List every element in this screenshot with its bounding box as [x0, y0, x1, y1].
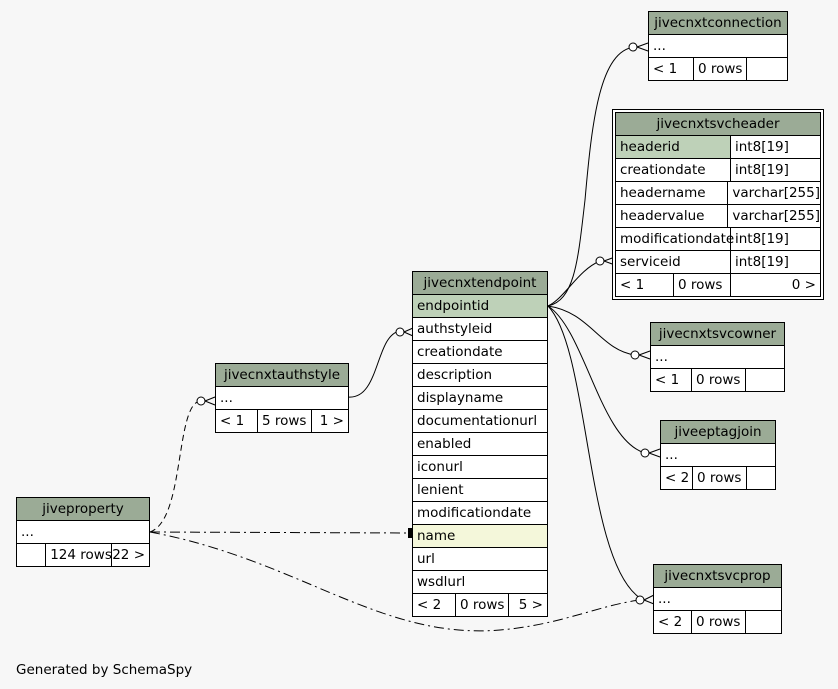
table-title[interactable]: jiveproperty — [17, 498, 149, 521]
column-name[interactable]: creationdate — [417, 344, 503, 360]
footer-children: 1 > — [311, 410, 348, 432]
footer-parents: < 1 — [655, 372, 680, 388]
footer-rows: 0 rows — [693, 58, 746, 80]
edge-endpoint-eptagjoin — [547, 305, 646, 454]
column-name[interactable]: name — [413, 525, 547, 547]
table-jivecnxtconnection[interactable]: jivecnxtconnection ... < 1 0 rows — [648, 11, 788, 81]
row-ellipsis: ... — [658, 591, 671, 607]
footer-rows: 0 rows — [692, 467, 746, 489]
crowfoot-svcheader-marker — [595, 256, 605, 266]
edge-endpoint-svcprop — [547, 305, 641, 599]
column-type: int8[19] — [730, 159, 820, 181]
column-name[interactable]: documentationurl — [417, 413, 538, 429]
table-jivecnxtsvcheader[interactable]: jivecnxtsvcheader headerid int8[19] crea… — [612, 109, 824, 300]
footer-parents: < 1 — [220, 413, 245, 429]
footer-rows: 0 rows — [673, 274, 730, 296]
edge-authstyle-endpoint — [347, 330, 401, 398]
row-ellipsis: ... — [653, 38, 666, 54]
column-name[interactable]: iconurl — [417, 459, 463, 475]
edge-property-authstyle — [149, 400, 201, 533]
column-type: varchar[255] — [727, 182, 820, 204]
footer-rows: 124 rows — [45, 544, 112, 566]
table-title[interactable]: jivecnxtsvcprop — [654, 565, 781, 588]
row-ellipsis: ... — [21, 524, 34, 540]
column-name[interactable]: headername — [620, 185, 706, 201]
footer-parents — [17, 544, 45, 566]
column-name[interactable]: creationdate — [620, 162, 706, 178]
column-type: int8[19] — [730, 251, 820, 273]
footer-children — [745, 369, 784, 391]
column-name[interactable]: authstyleid — [417, 321, 493, 337]
column-name[interactable]: headervalue — [620, 208, 705, 224]
crowfoot-connection-marker — [628, 42, 638, 52]
table-title[interactable]: jivecnxtauthstyle — [216, 364, 348, 387]
footer-parents: < 1 — [620, 277, 645, 293]
table-title[interactable]: jivecnxtendpoint — [413, 272, 547, 295]
column-name[interactable]: serviceid — [620, 254, 681, 270]
table-jiveeptagjoin[interactable]: jiveeptagjoin ... < 2 0 rows — [660, 420, 776, 490]
generator-caption: Generated by SchemaSpy — [16, 662, 193, 678]
table-jivecnxtendpoint[interactable]: jivecnxtendpoint endpointid authstyleid … — [412, 271, 548, 617]
column-name[interactable]: description — [417, 367, 493, 383]
footer-children — [745, 611, 781, 633]
footer-children: 5 > — [508, 594, 547, 616]
table-title[interactable]: jiveeptagjoin — [661, 421, 775, 444]
table-title[interactable]: jivecnxtsvcheader — [616, 113, 820, 136]
column-name[interactable]: modificationdate — [417, 505, 532, 521]
column-name[interactable]: displayname — [417, 390, 504, 406]
crowfoot-endpoint-marker — [395, 327, 405, 337]
table-jivecnxtauthstyle[interactable]: jivecnxtauthstyle ... < 1 5 rows 1 > — [215, 363, 349, 433]
crowfoot-authstyle-marker — [196, 396, 206, 406]
crowfoot-svcowner-marker — [630, 350, 640, 360]
footer-parents: < 2 — [658, 614, 683, 630]
footer-parents: < 1 — [653, 61, 678, 77]
footer-rows: 5 rows — [257, 410, 311, 432]
footer-parents: < 2 — [665, 470, 690, 486]
table-jiveproperty[interactable]: jiveproperty ... 124 rows 22 > — [16, 497, 150, 567]
crowfoot-svcprop-marker — [635, 595, 645, 605]
column-name[interactable]: wsdlurl — [417, 574, 466, 590]
footer-rows: 0 rows — [691, 369, 745, 391]
table-title[interactable]: jivecnxtconnection — [649, 12, 787, 35]
one-marker-name — [408, 528, 412, 538]
edge-endpoint-svcheader — [547, 260, 601, 307]
column-name[interactable]: url — [417, 551, 435, 567]
column-type: varchar[255] — [727, 205, 820, 227]
column-name[interactable]: enabled — [417, 436, 472, 452]
edge-property-svcprop — [149, 531, 641, 632]
footer-parents: < 2 — [417, 597, 442, 613]
table-jivecnxtsvcowner[interactable]: jivecnxtsvcowner ... < 1 0 rows — [650, 322, 785, 392]
footer-rows: 0 rows — [691, 611, 745, 633]
footer-rows: 0 rows — [455, 594, 508, 616]
column-name[interactable]: endpointid — [413, 295, 547, 317]
row-ellipsis: ... — [220, 390, 233, 406]
footer-children: 0 > — [730, 274, 820, 296]
edge-property-endpoint — [149, 531, 411, 534]
column-type: int8[19] — [730, 228, 820, 250]
footer-children — [746, 467, 775, 489]
column-type: int8[19] — [730, 136, 820, 158]
column-name[interactable]: headerid — [616, 136, 730, 158]
footer-children — [746, 58, 787, 80]
row-ellipsis: ... — [665, 447, 678, 463]
table-jivecnxtsvcprop[interactable]: jivecnxtsvcprop ... < 2 0 rows — [653, 564, 782, 634]
column-name[interactable]: lenient — [417, 482, 464, 498]
crowfoot-eptagjoin-marker — [640, 448, 650, 458]
edge-endpoint-svcowner — [547, 305, 636, 356]
row-ellipsis: ... — [655, 349, 668, 365]
column-name[interactable]: modificationdate — [620, 231, 735, 247]
table-title[interactable]: jivecnxtsvcowner — [651, 323, 784, 346]
footer-children: 22 > — [111, 544, 149, 566]
